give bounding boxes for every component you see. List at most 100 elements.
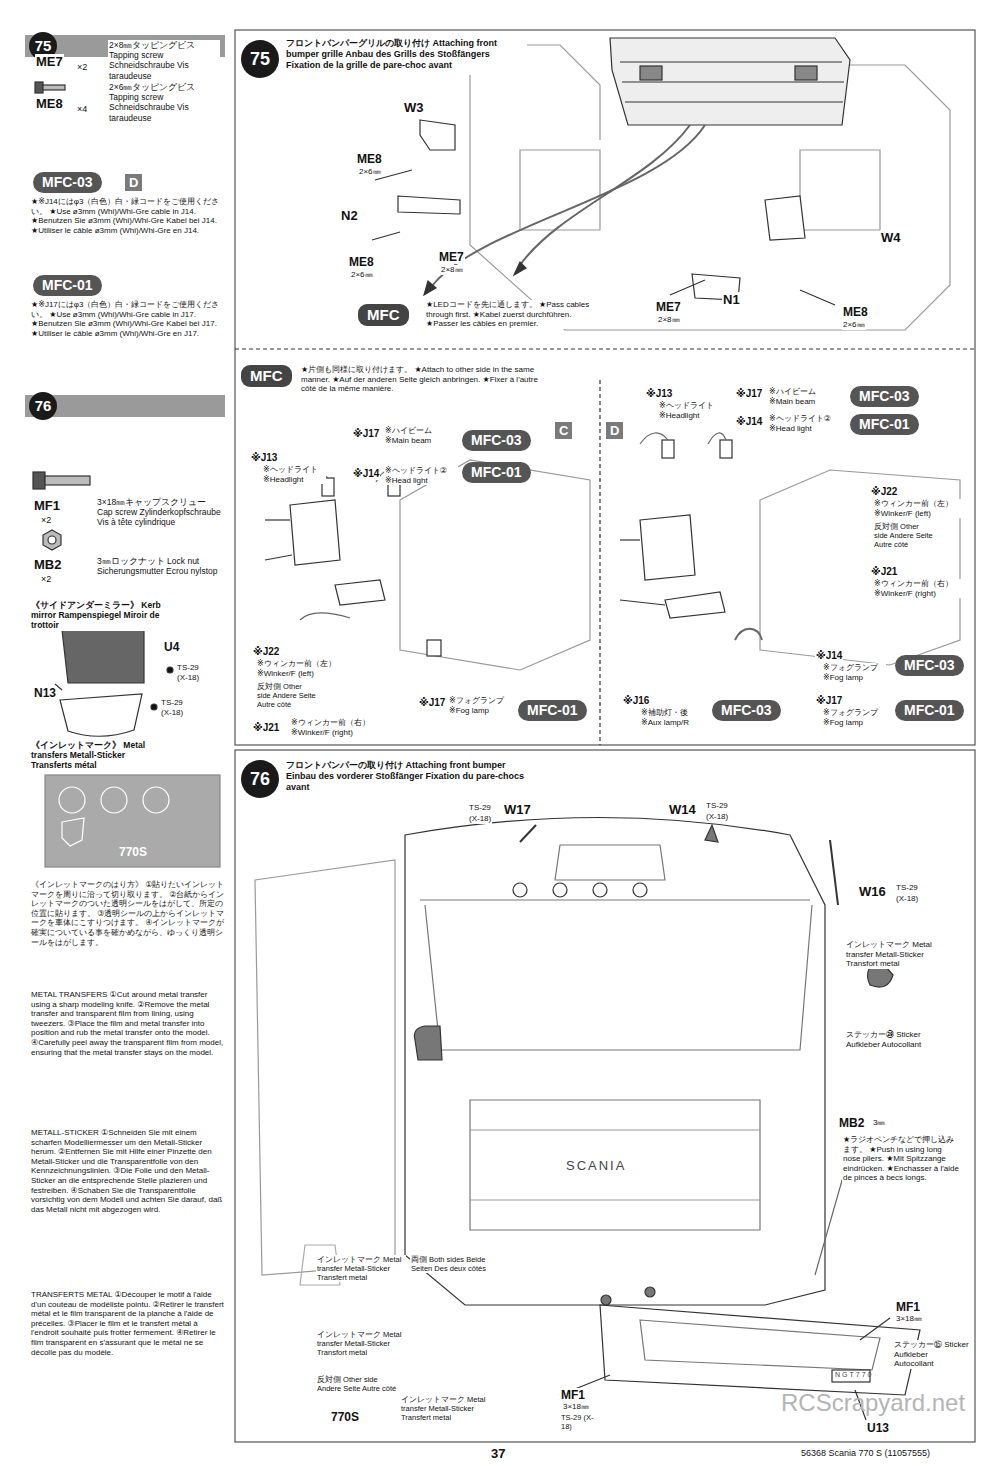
step-number: 76 xyxy=(241,760,279,798)
node-text: MFC-03 xyxy=(859,388,910,405)
note-text: ※フォグランプ ※Fog lamp xyxy=(822,663,886,682)
part-label: ※J13 xyxy=(645,388,673,400)
note-text: インレットマーク Metal transfer Metall-Sticker T… xyxy=(316,1330,406,1357)
part-label: MB2 xyxy=(33,557,62,573)
part-label: W17 xyxy=(503,802,532,818)
note-text: 3㎜ロックナット Lock nut Sicherungsmutter Ecrou… xyxy=(96,556,223,576)
note-text: ※補助灯・後 ※Aux lamp/R xyxy=(640,708,704,727)
note-text: ※ウィンカー前（右） ※Winker/F (right) xyxy=(873,579,970,598)
connector-code: MFC-01 xyxy=(462,462,531,483)
part-label: ※J14 xyxy=(735,416,763,428)
part-label: MF1 xyxy=(33,498,61,514)
note-text: 2×8㎜ xyxy=(440,265,464,275)
node-text: 75 xyxy=(241,40,279,78)
note-text: TS-29 (X-18) xyxy=(560,1413,602,1431)
note-text: ※ウィンカー前（右） ※Winker/F (right) xyxy=(290,718,387,737)
part-label: MB2 xyxy=(838,1116,865,1130)
part-label: 《インレットマーク》 Metal transfers Metall-Sticke… xyxy=(30,740,162,771)
note-text: ×4 xyxy=(76,104,88,115)
node-text: D xyxy=(129,175,138,190)
note-text: 3×18㎜ xyxy=(895,1314,923,1324)
variant-badge: D xyxy=(125,174,142,191)
part-label: MF1 xyxy=(895,1300,921,1314)
part-label: ※J14 xyxy=(352,468,380,480)
node-text: MFC-01 xyxy=(527,702,578,719)
cable-badge: MFC xyxy=(241,365,292,387)
note-text: (X-18) xyxy=(468,814,492,824)
note-text: ×2 xyxy=(40,574,52,585)
note-text: 《インレットマークのはり方》 ①貼りたいインレットマークを周りに沿って切り取りま… xyxy=(30,880,227,947)
note-text: 2×6㎜ xyxy=(358,167,382,177)
part-label: ※J17 xyxy=(735,388,763,400)
part-label: 770S xyxy=(118,845,148,859)
part-label: U4 xyxy=(163,640,180,654)
note-text: ※ウィンカー前（左） ※Winker/F (left) xyxy=(256,659,353,678)
node-text: MFC-01 xyxy=(859,416,910,433)
part-label: ME7 xyxy=(655,300,682,314)
node-text: 76 xyxy=(241,760,279,798)
note-text: 3㎜ xyxy=(872,1118,886,1128)
variant-badge: C xyxy=(555,422,572,439)
note-text: ×2 xyxy=(40,515,52,526)
note-text: ※フォグランプ ※Fog lamp xyxy=(448,696,512,715)
part-label: MF1 xyxy=(560,1388,586,1402)
note-text: TRANSFERTS METAL ①Découper le motif à l'… xyxy=(30,1290,227,1357)
note-text: インレットマーク Metal transfer Metall-Sticker T… xyxy=(400,1395,492,1422)
note-text: 3×18㎜キャップスクリュー Cap screw Zylinderkopfsch… xyxy=(96,497,223,528)
node-text: MFC xyxy=(250,367,283,385)
part-label: U13 xyxy=(866,1421,890,1435)
step-header: 76 xyxy=(25,395,225,417)
note-text: 2×6㎜ xyxy=(842,320,866,330)
part-label: ME7 xyxy=(35,54,64,70)
part-label: 770S xyxy=(330,1410,360,1424)
note-text: ★ラジオペンチなどで押し込みます。 ★Push in using long no… xyxy=(842,1135,962,1183)
connector-code: MFC-03 xyxy=(462,430,531,451)
part-label: N1 xyxy=(722,292,741,308)
note-text: インレットマーク Metal transfer Metall-Sticker T… xyxy=(316,1255,406,1282)
note-text: 2×6㎜ xyxy=(350,270,374,280)
note-text: METAL TRANSFERS ①Cut around metal transf… xyxy=(30,990,227,1057)
part-label: 《サイドアンダーミラー》 Kerb mirror Rampenspiegel M… xyxy=(30,600,162,631)
part-label: フロントバンパーグリルの取り付け Attaching front bumper … xyxy=(285,38,527,70)
node-text: D xyxy=(610,423,619,438)
part-label: ME8 xyxy=(35,96,64,112)
part-label: W4 xyxy=(880,230,902,246)
part-label: ※J21 xyxy=(870,566,898,578)
note-text: ★※J14にはφ3（白色）白・緑コードをご使用ください。 ★Use ø3mm (… xyxy=(30,197,227,235)
connector-code: MFC-03 xyxy=(712,700,781,721)
part-label: N13 xyxy=(33,686,57,700)
part-label: 37 xyxy=(490,1446,506,1462)
note-text: ※ウィンカー前（左） ※Winker/F (left) xyxy=(873,499,970,518)
note-text: 3×18㎜ xyxy=(562,1402,590,1412)
note-text: 両側 Both sides Beide Seiten Des deux côté… xyxy=(410,1255,492,1273)
note-text: TS-29 xyxy=(468,803,492,813)
part-label: ME8 xyxy=(348,255,375,269)
variant-badge: D xyxy=(606,422,623,439)
connector-code: MFC-01 xyxy=(518,700,587,721)
connector-code: MFC-01 xyxy=(33,275,102,296)
note-text: ★LEDコードを先に通します。 ★Pass cables through fir… xyxy=(425,300,602,329)
node-text: MFC xyxy=(367,306,400,324)
note-text: ※ハイビーム ※Main beam xyxy=(768,387,840,406)
part-label: ME8 xyxy=(842,305,869,319)
note-text: NGT770 xyxy=(834,1371,874,1379)
part-label: フロントバンパーの取り付け Attaching front bumper Ein… xyxy=(285,760,527,792)
note-text: 反対側 Other side Andere Seite Autre côté xyxy=(256,682,318,709)
part-label: ※J22 xyxy=(870,486,898,498)
watermark: RCScrapyard.net xyxy=(780,1389,966,1418)
note-text: (X-18) xyxy=(895,894,919,904)
note-text: 2×6㎜タッピングビス Tapping screw Schneidschraub… xyxy=(108,82,220,123)
cable-badge: MFC xyxy=(358,304,409,326)
node-text: MFC-03 xyxy=(471,432,522,449)
note-text: 2×8㎜ xyxy=(657,315,681,325)
connector-code: MFC-01 xyxy=(895,700,964,721)
part-label: ※J21 xyxy=(252,722,280,734)
part-label: ※J22 xyxy=(252,646,280,658)
part-label: N2 xyxy=(340,208,359,224)
note-text: ※ヘッドライト② ※Head light xyxy=(768,414,842,433)
note-text: ※フォグランプ ※Fog lamp xyxy=(822,708,886,727)
note-text: ※ヘッドライト ※Headlight xyxy=(262,465,326,484)
part-label: ※J16 xyxy=(622,695,650,707)
note-text: TS-29 (X-18) xyxy=(160,698,196,717)
note-text: TS-29 (X-18) xyxy=(176,663,212,682)
